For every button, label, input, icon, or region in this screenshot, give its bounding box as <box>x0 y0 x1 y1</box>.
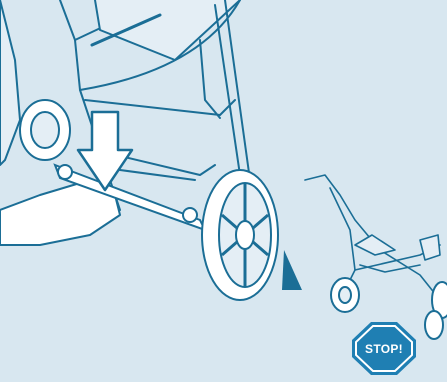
big-wheel <box>202 170 278 300</box>
small-stroller <box>305 175 440 300</box>
forward-triangle-icon <box>282 250 302 290</box>
stop-sign-label: STOP! <box>355 340 413 358</box>
small-wheel <box>20 100 70 160</box>
